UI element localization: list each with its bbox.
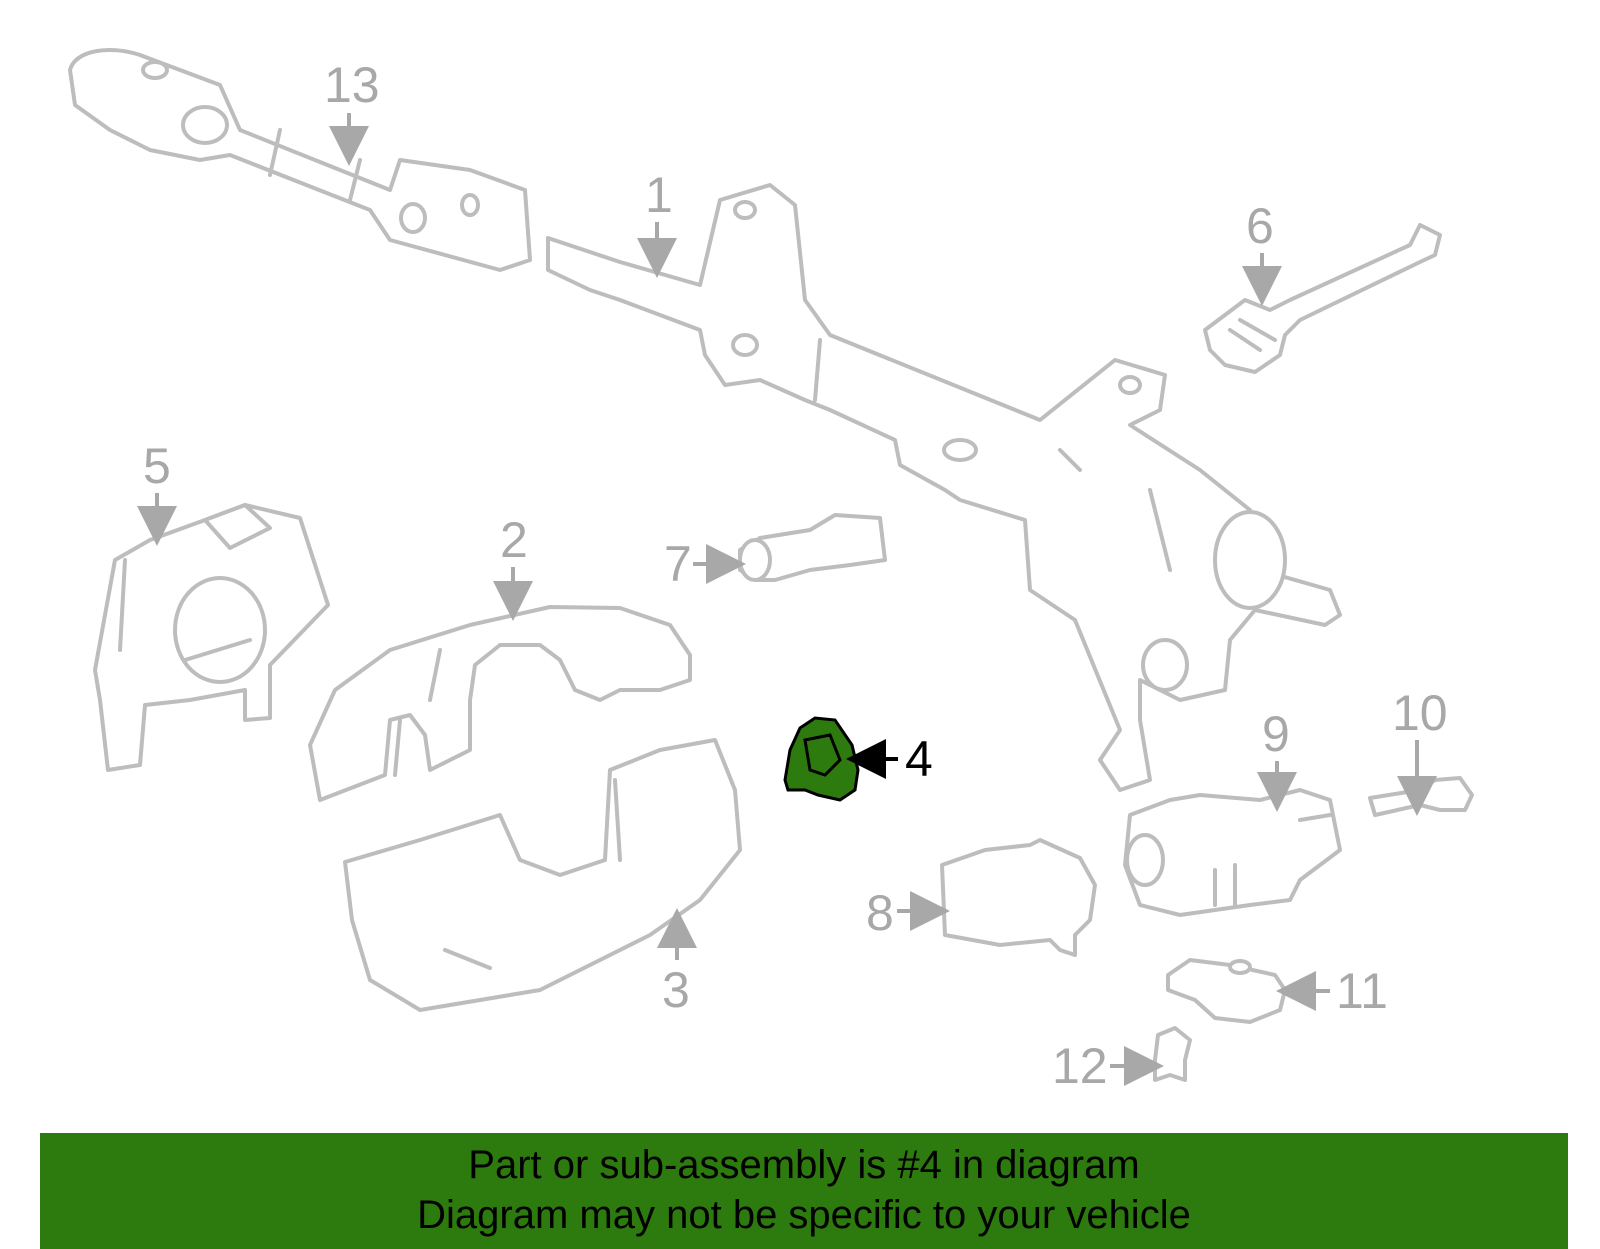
- part-10-bolt[interactable]: [1368, 776, 1474, 817]
- callout-9: 9: [1257, 706, 1297, 812]
- part-4-highlighted-clip[interactable]: [783, 716, 860, 802]
- part-12-small-clip[interactable]: [1153, 1026, 1192, 1082]
- part-7-sensor[interactable]: [738, 513, 887, 582]
- part-3-lower-shroud[interactable]: [343, 738, 742, 1012]
- callout-label-7: 7: [664, 536, 692, 592]
- callout-label-1: 1: [645, 167, 673, 223]
- banner-line-2: Diagram may not be specific to your vehi…: [417, 1193, 1191, 1237]
- callout-4: 4: [846, 731, 933, 787]
- callout-7: 7: [664, 536, 746, 592]
- callout-13: 13: [324, 57, 380, 166]
- part-13-intermediate-shaft[interactable]: [68, 48, 532, 272]
- callout-label-10: 10: [1392, 685, 1448, 741]
- part-6-wiper-switch[interactable]: [1203, 223, 1442, 374]
- callout-1: 1: [637, 167, 677, 278]
- callout-5: 5: [137, 438, 177, 546]
- callout-10: 10: [1392, 685, 1448, 816]
- part-1-steering-column[interactable]: [546, 183, 1342, 792]
- callout-label-5: 5: [143, 438, 171, 494]
- callout-label-9: 9: [1262, 706, 1290, 762]
- part-2-upper-shroud[interactable]: [308, 605, 692, 802]
- part-8-bracket[interactable]: [940, 838, 1097, 957]
- callout-6: 6: [1242, 198, 1282, 306]
- callout-label-11: 11: [1336, 963, 1388, 1019]
- part-9-lock-housing[interactable]: [1123, 788, 1342, 917]
- parts-diagram: 13 1 6 5 2 7 4 10 9 8 3 11: [68, 48, 1474, 1094]
- callout-label-13: 13: [324, 57, 380, 113]
- callout-3: 3: [657, 908, 697, 1018]
- part-11-cap[interactable]: [1166, 958, 1287, 1024]
- callout-label-3: 3: [662, 962, 690, 1018]
- banner-line-1: Part or sub-assembly is #4 in diagram: [468, 1143, 1140, 1187]
- highlight-banner: Part or sub-assembly is #4 in diagram Di…: [40, 1133, 1568, 1249]
- callout-11: 11: [1276, 963, 1388, 1019]
- callout-label-6: 6: [1246, 198, 1274, 254]
- callout-label-4: 4: [905, 731, 933, 787]
- part-5-switch-housing[interactable]: [93, 503, 330, 772]
- callout-label-2: 2: [500, 512, 528, 568]
- callout-8: 8: [866, 885, 950, 941]
- callout-label-12: 12: [1052, 1038, 1108, 1094]
- callout-12: 12: [1052, 1038, 1164, 1094]
- callout-2: 2: [493, 512, 533, 621]
- callout-label-8: 8: [866, 885, 894, 941]
